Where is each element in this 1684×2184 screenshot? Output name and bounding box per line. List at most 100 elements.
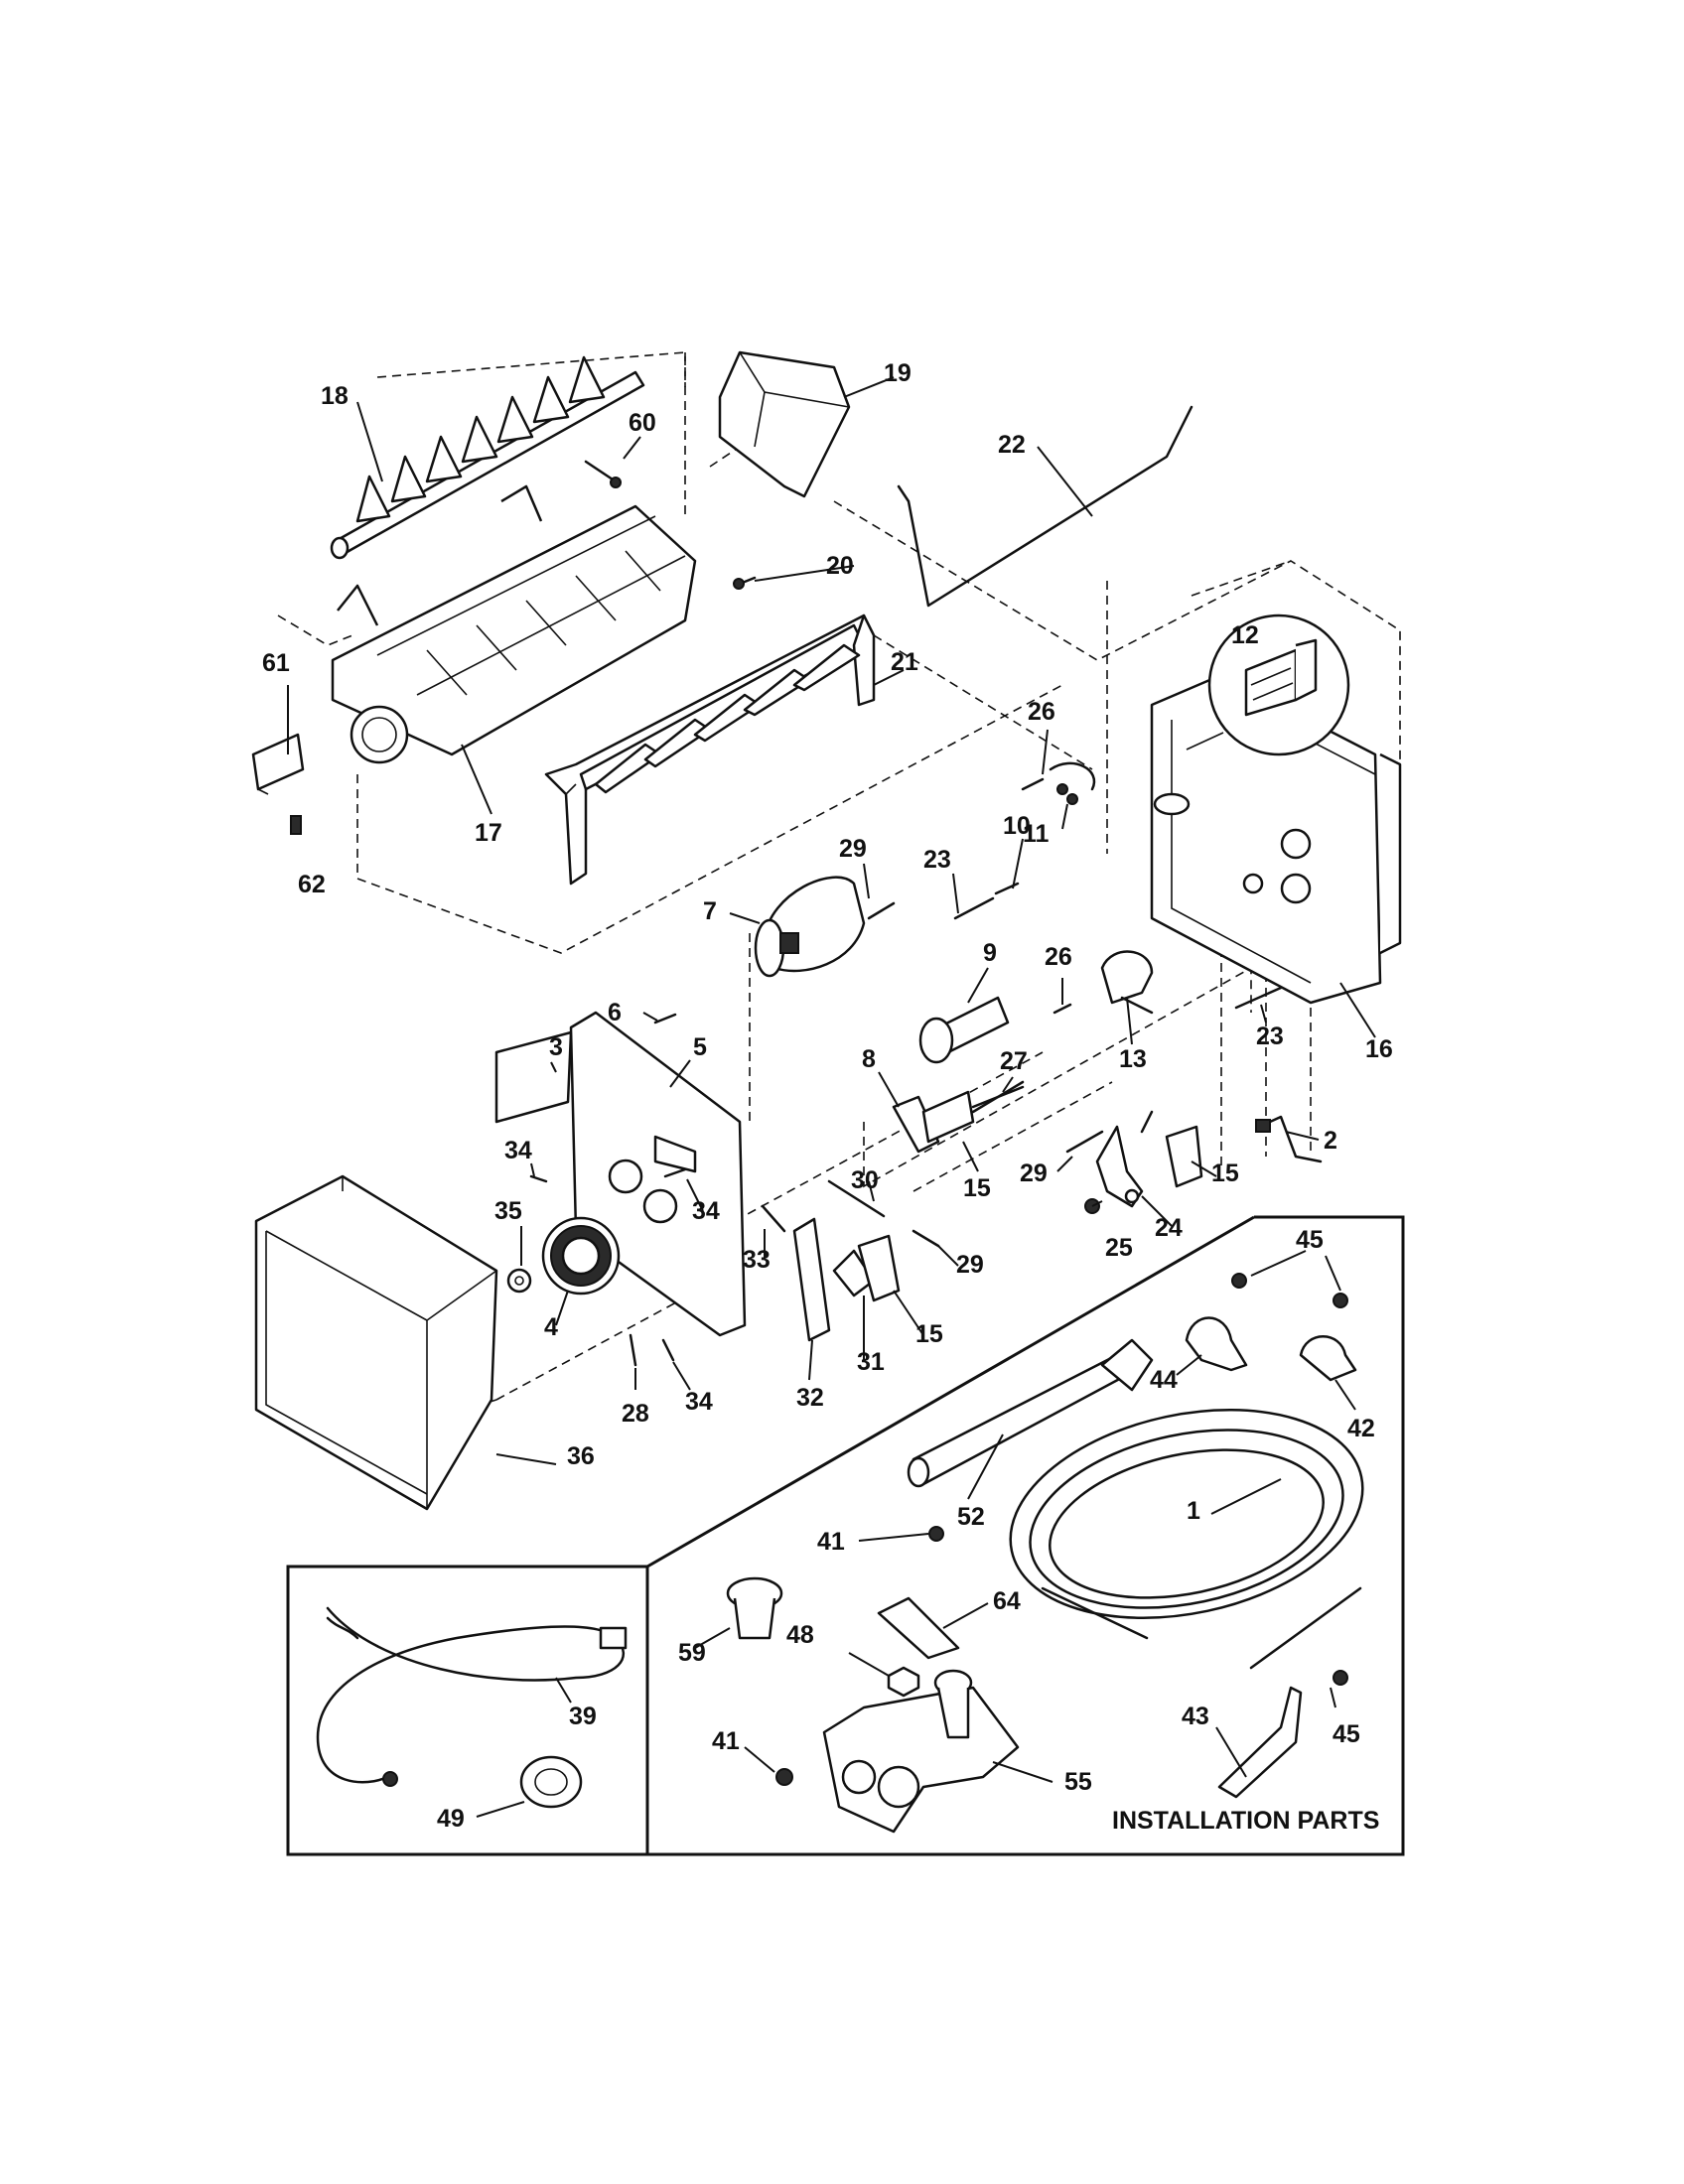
washer-part — [506, 1268, 532, 1294]
screw-2-part — [1255, 1115, 1323, 1163]
callout-12: 12 — [1231, 621, 1259, 649]
heater-clip-part — [1100, 950, 1154, 1015]
callout-44: 44 — [1150, 1366, 1178, 1394]
callout-1: 1 — [1187, 1497, 1200, 1525]
screw-34a-part — [529, 1174, 548, 1183]
callout-19: 19 — [884, 359, 912, 387]
callout-8: 8 — [862, 1045, 876, 1073]
callout-55: 55 — [1064, 1768, 1092, 1796]
callout-29b: 29 — [1020, 1160, 1048, 1187]
callout-20: 20 — [826, 552, 854, 580]
screw-20-part — [733, 576, 757, 590]
callout-32: 32 — [796, 1384, 824, 1412]
fill-tube-part — [907, 1338, 1154, 1488]
callout-6: 6 — [608, 999, 622, 1026]
callout-64: 64 — [993, 1587, 1021, 1615]
callout-15c: 15 — [915, 1320, 943, 1348]
screw-23a-part — [953, 896, 995, 920]
callout-17: 17 — [475, 819, 502, 847]
clamp-44-part — [1185, 1316, 1248, 1372]
wire-harness-part — [316, 1606, 628, 1787]
screw-62-part — [290, 815, 302, 835]
callout-59: 59 — [678, 1639, 706, 1667]
callout-28: 28 — [622, 1400, 649, 1428]
drive-motor-part — [754, 876, 866, 978]
installation-parts-heading: INSTALLATION PARTS — [1112, 1807, 1379, 1835]
screw-23b-part — [1234, 986, 1283, 1010]
screw-45a-part — [1231, 1273, 1348, 1308]
callout-16: 16 — [1365, 1035, 1393, 1063]
callout-43: 43 — [1182, 1703, 1209, 1730]
front-cover-part — [254, 1174, 498, 1511]
screw-29c-part — [912, 1229, 940, 1248]
callout-10: 10 — [1003, 812, 1031, 840]
screw-28-part — [629, 1333, 637, 1367]
callout-30: 30 — [851, 1166, 879, 1194]
screw-41a-part — [928, 1526, 944, 1542]
nut-part — [887, 1666, 920, 1698]
callout-42: 42 — [1347, 1415, 1375, 1442]
mounting-bracket-part — [251, 733, 305, 795]
screw-29b-part — [1065, 1130, 1104, 1154]
clamp-42-part — [1299, 1335, 1357, 1382]
lever-arm-part — [1095, 1110, 1154, 1208]
grommet-49-part — [519, 1755, 583, 1809]
callout-48: 48 — [786, 1621, 814, 1649]
callout-29a: 29 — [839, 835, 867, 863]
callout-35: 35 — [494, 1197, 522, 1225]
grommet-part — [726, 1576, 783, 1640]
callout-15b: 15 — [1211, 1160, 1239, 1187]
callout-21: 21 — [891, 648, 918, 676]
switch-bracket-part — [792, 1217, 831, 1342]
wire-clip-part — [1049, 761, 1096, 805]
screw-41b-part — [775, 1768, 793, 1786]
callout-2: 2 — [1324, 1127, 1337, 1155]
water-valve-part — [822, 1669, 1020, 1834]
callout-26a: 26 — [1028, 698, 1055, 726]
callout-41b: 41 — [712, 1727, 740, 1755]
motor-housing-part — [1150, 673, 1402, 1005]
callout-34a: 34 — [504, 1137, 532, 1164]
bracket-64-part — [877, 1596, 960, 1660]
callout-49: 49 — [437, 1805, 465, 1833]
bracket-43-part — [1217, 1686, 1303, 1799]
callout-39: 39 — [569, 1703, 597, 1730]
callout-45a: 45 — [1296, 1226, 1324, 1254]
callout-22: 22 — [998, 431, 1026, 459]
screw-34c-part — [661, 1338, 675, 1362]
screw-6-part — [653, 1013, 677, 1024]
callout-labels: 18 60 19 22 20 12 61 21 26 11 17 62 29 2… — [262, 359, 1393, 1833]
switch-15a-part — [921, 1085, 1025, 1144]
callout-13: 13 — [1119, 1045, 1147, 1073]
callout-9: 9 — [983, 939, 997, 967]
callout-52: 52 — [957, 1503, 985, 1531]
shut-off-cover-part — [718, 350, 851, 498]
callout-60: 60 — [629, 409, 656, 437]
timing-gear-part — [541, 1216, 621, 1296]
callout-27: 27 — [1000, 1047, 1028, 1075]
switch-15b-part — [1165, 1125, 1203, 1188]
screw-30-part — [827, 1179, 886, 1218]
thermostat-part — [918, 996, 1010, 1064]
callout-33: 33 — [743, 1246, 771, 1274]
callout-23a: 23 — [923, 846, 951, 874]
screw-29a-part — [867, 901, 896, 920]
callout-23b: 23 — [1256, 1023, 1284, 1050]
callout-3: 3 — [549, 1033, 563, 1061]
screw-60-part — [584, 460, 622, 488]
harness-kit-frame — [286, 1565, 649, 1856]
screw-27-part — [971, 1080, 1025, 1114]
screw-45b-part — [1333, 1670, 1348, 1686]
leader-lines — [287, 376, 1376, 1818]
callout-41a: 41 — [817, 1528, 845, 1556]
callout-25: 25 — [1105, 1234, 1133, 1262]
water-line-part — [1009, 1409, 1364, 1670]
callout-31: 31 — [857, 1348, 885, 1376]
installation-parts-frame — [645, 1215, 1405, 1856]
insulation-pad-part — [494, 1030, 573, 1124]
ejector-part — [330, 355, 645, 560]
callout-4: 4 — [544, 1313, 558, 1341]
callout-7: 7 — [703, 897, 717, 925]
screw-34b-part — [663, 1167, 687, 1178]
